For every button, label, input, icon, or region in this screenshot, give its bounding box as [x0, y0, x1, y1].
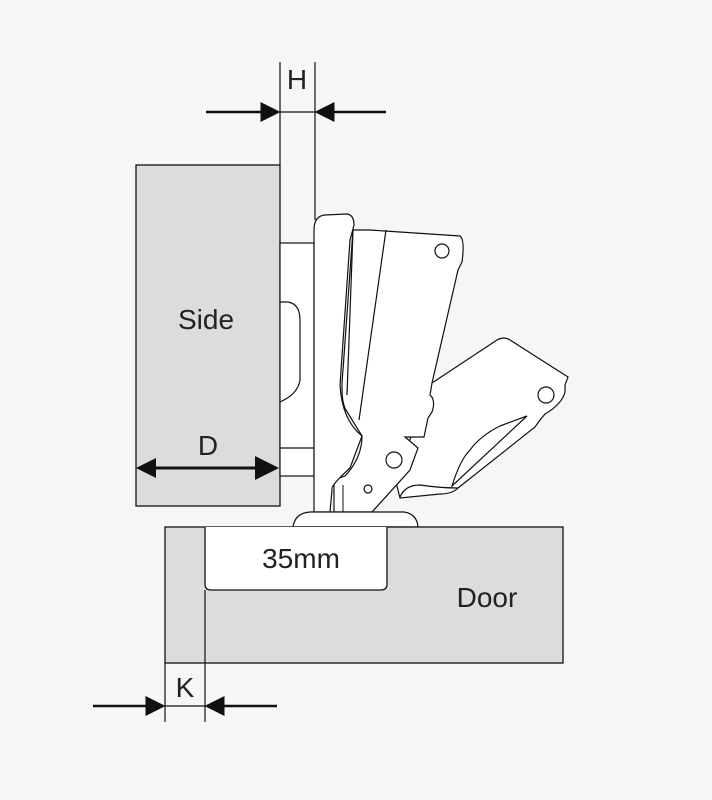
side-panel	[135, 164, 281, 507]
d-dimension: D	[136, 430, 279, 480]
side-label: Side	[178, 304, 234, 335]
mounting-plate	[279, 242, 315, 477]
cup-size-label: 35mm	[262, 543, 340, 574]
h-label: H	[287, 64, 307, 95]
door-label: Door	[457, 582, 518, 613]
d-label: D	[198, 430, 218, 461]
h-dimension: H	[206, 62, 386, 220]
hinge-arm	[333, 229, 569, 513]
k-dimension: K	[93, 590, 277, 722]
cup-hole	[204, 527, 388, 591]
k-label: K	[176, 672, 195, 703]
hinge-upright	[313, 213, 363, 513]
cup-flange	[292, 511, 419, 528]
